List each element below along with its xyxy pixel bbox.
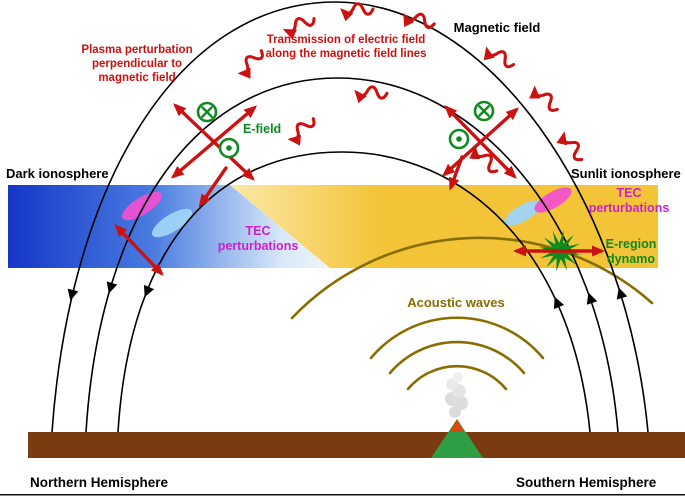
field-arrowhead <box>143 284 155 298</box>
e-region-line2: dynamo <box>607 252 655 267</box>
wavy-arrow <box>561 131 586 162</box>
e-field-out-of-page-icon <box>218 137 240 159</box>
e-field-out-of-page-icon <box>448 128 470 150</box>
ground <box>28 432 685 458</box>
acoustic-wavefronts <box>290 236 654 391</box>
wavy-arrow <box>404 10 436 29</box>
plasma-label-line2: perpendicular to <box>91 58 183 71</box>
acoustic-arc-2 <box>388 340 526 375</box>
plasma-label-line3: magnetic field <box>98 72 176 85</box>
tec-blob-pink-right <box>534 187 572 213</box>
arrow-to-band-right <box>448 155 464 191</box>
transmission-label-line2: along the magnetic field lines <box>265 48 427 61</box>
wavy-arrow <box>284 14 316 34</box>
wavy-arrow <box>532 84 561 113</box>
tec-perturbation-arrow-left <box>114 224 164 276</box>
figure-bottom-rule <box>0 494 685 496</box>
magnetic-field-label: Magnetic field <box>453 20 541 35</box>
tec-right-line2: perturbations <box>588 201 670 216</box>
field-arrowhead <box>67 288 79 301</box>
tec-left-line2: perturbations <box>217 239 299 254</box>
tec-blob-pink-left <box>121 191 163 221</box>
southern-hemisphere-label: Southern Hemisphere <box>516 475 657 490</box>
northern-hemisphere-label: Northern Hemisphere <box>30 475 169 490</box>
plasma-label-line1: Plasma perturbation <box>81 44 193 56</box>
field-arrowhead <box>553 296 565 310</box>
smoke-plume <box>445 372 468 418</box>
tec-left-line1: TEC <box>245 224 271 238</box>
e-field-into-page-icon <box>473 100 495 122</box>
plasma-cross-arm <box>442 107 519 177</box>
tec-right-line1: TEC <box>616 186 642 200</box>
e-field-into-page-icon <box>196 101 218 123</box>
arrow-to-band-left <box>198 166 228 208</box>
wavy-arrow <box>485 44 516 69</box>
transmission-label-line1: Transmission of electric field <box>266 34 426 46</box>
field-arrowhead <box>616 287 628 300</box>
acoustic-arc-large <box>290 236 654 320</box>
dark-ionosphere-label: Dark ionosphere <box>6 166 109 181</box>
acoustic-arc-1 <box>406 364 508 391</box>
wavy-arrow <box>287 115 317 142</box>
volcano-crater <box>450 419 464 432</box>
field-line-inner <box>117 151 591 433</box>
transmission-label: Transmission of electric field along the… <box>265 33 426 61</box>
field-arrowhead <box>106 281 118 294</box>
plasma-cross-arm <box>170 105 258 179</box>
field-arrowhead <box>586 292 598 305</box>
tec-perturbations-label-right: TEC perturbations <box>589 186 670 217</box>
tec-perturbations-label-left: TEC perturbations <box>218 224 299 255</box>
volcano-group <box>431 372 483 458</box>
acoustic-waves-label: Acoustic waves <box>407 295 505 310</box>
volcano <box>431 419 483 458</box>
tec-blob-blue-right <box>504 200 542 226</box>
field-line-arrowheads <box>67 281 628 310</box>
e-region-dynamo-label: E-region dynamo <box>606 237 657 268</box>
acoustic-arc-3 <box>369 316 545 360</box>
e-field-label: E-field <box>243 122 282 136</box>
wavy-arrow <box>236 47 265 76</box>
field-line-outer <box>51 1 649 433</box>
wavy-arrow <box>357 86 388 99</box>
plasma-perturbation-label: Plasma perturbation perpendicular to mag… <box>81 43 192 85</box>
sunlit-ionosphere-label: Sunlit ionosphere <box>571 166 681 181</box>
e-region-line1: E-region <box>605 237 657 251</box>
red-annotations <box>114 4 605 276</box>
